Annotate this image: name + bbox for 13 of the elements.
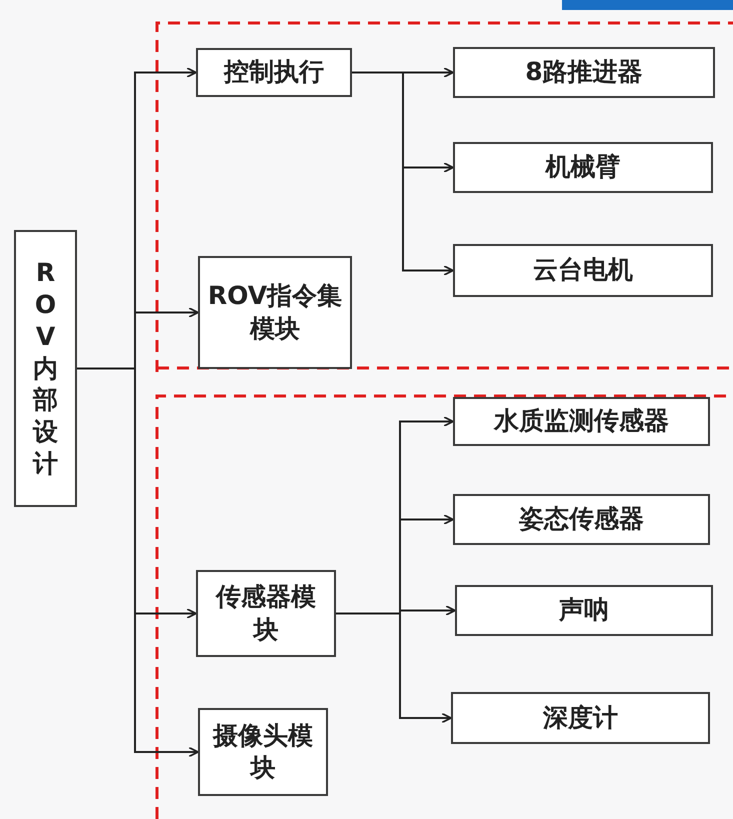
module-box: 机械臂 <box>453 142 713 193</box>
module-box: 云台电机 <box>453 244 713 297</box>
module-box: ROV指令集模块 <box>198 256 352 369</box>
module-box: 声呐 <box>455 585 713 636</box>
module-box: 水质监测传感器 <box>453 397 710 446</box>
root-box: ROV内部设计 <box>14 230 77 507</box>
module-box: 控制执行 <box>196 48 352 97</box>
module-box: 姿态传感器 <box>453 494 710 545</box>
module-box: 传感器模块 <box>196 570 336 657</box>
module-box: 摄像头模块 <box>198 708 328 796</box>
module-box: 深度计 <box>451 692 710 744</box>
module-box: 8路推进器 <box>453 47 715 98</box>
arrow <box>352 72 454 276</box>
